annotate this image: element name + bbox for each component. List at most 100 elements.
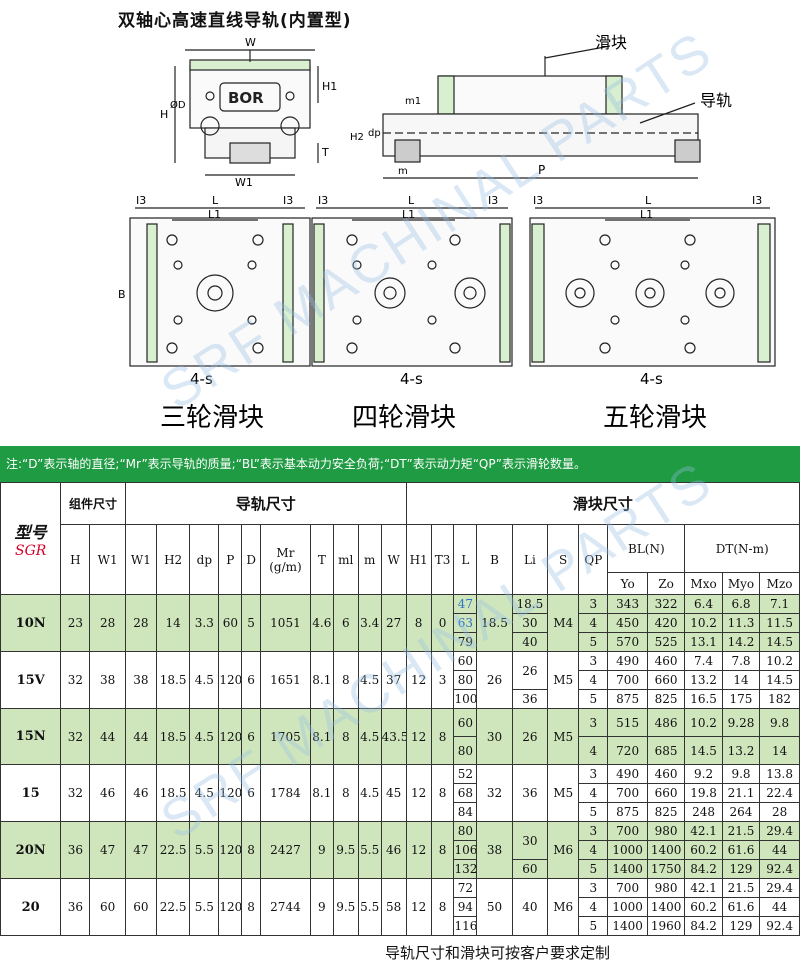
svg-text:I3: I3 bbox=[488, 194, 498, 207]
table-cell: 4.5 bbox=[357, 651, 382, 709]
table-cell: 12 bbox=[405, 708, 432, 765]
caption-three-wheel: 三轮滑块 bbox=[160, 403, 264, 433]
table-cell: 21.5 bbox=[721, 821, 761, 841]
column-header: ml bbox=[332, 524, 359, 595]
table-cell: 8 bbox=[241, 821, 261, 879]
table-cell: 660 bbox=[646, 670, 686, 690]
table-cell: 8 bbox=[430, 708, 455, 765]
column-header: H bbox=[60, 524, 91, 595]
sub-header: Mxo bbox=[684, 572, 723, 595]
column-header: L bbox=[453, 524, 478, 595]
table-cell: 8 bbox=[332, 651, 359, 709]
table-cell: 13.2 bbox=[684, 670, 723, 690]
svg-text:4-s: 4-s bbox=[190, 370, 213, 388]
table-cell: 825 bbox=[646, 802, 686, 822]
table-cell: 486 bbox=[646, 708, 686, 737]
table-cell: 460 bbox=[646, 651, 686, 671]
table-cell: 9.5 bbox=[332, 878, 359, 936]
table-cell: 63 bbox=[453, 613, 478, 633]
table-cell: 60 bbox=[124, 878, 158, 936]
table-cell: 8 bbox=[430, 878, 455, 936]
column-header: T bbox=[309, 524, 334, 595]
table-cell: 84.2 bbox=[684, 916, 723, 936]
svg-text:T: T bbox=[321, 146, 329, 159]
table-cell: 44 bbox=[759, 840, 800, 860]
table-cell: 1000 bbox=[607, 840, 648, 860]
svg-text:I3: I3 bbox=[533, 194, 543, 207]
table-cell: 825 bbox=[646, 689, 686, 709]
table-cell: 1651 bbox=[259, 651, 311, 709]
table-cell: 700 bbox=[607, 821, 648, 841]
table-cell: 5 bbox=[241, 594, 261, 652]
table-cell: 1705 bbox=[259, 708, 311, 765]
table-cell: 450 bbox=[607, 613, 648, 633]
table-cell: 1400 bbox=[646, 840, 686, 860]
svg-text:I3: I3 bbox=[136, 194, 146, 207]
table-cell: 58 bbox=[380, 878, 407, 936]
table-cell: 1400 bbox=[607, 916, 648, 936]
table-cell: M5 bbox=[547, 764, 580, 822]
table-cell: 60 bbox=[453, 708, 478, 737]
column-header: W1 bbox=[89, 524, 126, 595]
table-cell: 7.8 bbox=[721, 651, 761, 671]
table-cell: 5 bbox=[578, 802, 609, 822]
table-cell: 37 bbox=[380, 651, 407, 709]
table-cell: 12 bbox=[405, 821, 432, 879]
table-cell: 18.5 bbox=[476, 594, 513, 652]
table-cell: 490 bbox=[607, 764, 648, 784]
table-cell: 38 bbox=[89, 651, 126, 709]
table-cell: 3 bbox=[578, 651, 609, 671]
svg-text:L: L bbox=[408, 194, 415, 207]
table-cell: 61.6 bbox=[721, 840, 761, 860]
table-cell: 18.5 bbox=[155, 708, 191, 765]
table-cell: 129 bbox=[721, 859, 761, 879]
five-wheel-view bbox=[529, 207, 776, 367]
svg-text:L1: L1 bbox=[402, 208, 415, 221]
callout-rail: 导轨 bbox=[700, 91, 732, 110]
column-header: T3 bbox=[430, 524, 455, 595]
header-assembly: 组件尺寸 bbox=[60, 482, 126, 525]
table-cell: 6 bbox=[241, 651, 261, 709]
table-cell: M5 bbox=[547, 708, 580, 765]
svg-text:H2: H2 bbox=[350, 132, 364, 143]
svg-text:P: P bbox=[538, 163, 545, 177]
table-cell: M5 bbox=[547, 651, 580, 709]
table-cell: 525 bbox=[646, 632, 686, 652]
table-cell: 980 bbox=[646, 878, 686, 898]
column-header: H2 bbox=[155, 524, 191, 595]
table-cell: 60.2 bbox=[684, 840, 723, 860]
table-cell: 980 bbox=[646, 821, 686, 841]
table-cell: 182 bbox=[759, 689, 800, 709]
table-cell: 36 bbox=[60, 878, 91, 936]
page-title: 双轴心高速直线导轨(内置型) bbox=[118, 11, 352, 31]
table-cell: 5.5 bbox=[189, 821, 220, 879]
table-cell: 8 bbox=[405, 594, 432, 652]
column-header: m bbox=[357, 524, 382, 595]
table-cell: 14 bbox=[721, 670, 761, 690]
column-header: B bbox=[476, 524, 513, 595]
table-cell: 18.5 bbox=[511, 594, 549, 614]
table-cell: 21.5 bbox=[721, 878, 761, 898]
table-cell: 4.5 bbox=[189, 651, 220, 709]
column-header: W1 bbox=[124, 524, 158, 595]
table-cell: 44 bbox=[759, 897, 800, 917]
technical-drawing: BOR W H H1 T W1 ØD 滑块 导轨 m1 H2 dp m P bbox=[118, 33, 776, 433]
table-cell: 9.2 bbox=[684, 764, 723, 784]
table-cell: 44 bbox=[89, 708, 126, 765]
table-cell: 68 bbox=[453, 783, 478, 803]
table-cell: 32 bbox=[476, 764, 513, 822]
table-cell: 26 bbox=[511, 651, 549, 690]
svg-text:I3: I3 bbox=[318, 194, 328, 207]
table-cell: 50 bbox=[476, 878, 513, 936]
table-cell: 19.8 bbox=[684, 783, 723, 803]
column-header: S bbox=[547, 524, 580, 595]
table-cell: 2427 bbox=[259, 821, 311, 879]
svg-text:L1: L1 bbox=[640, 208, 653, 221]
